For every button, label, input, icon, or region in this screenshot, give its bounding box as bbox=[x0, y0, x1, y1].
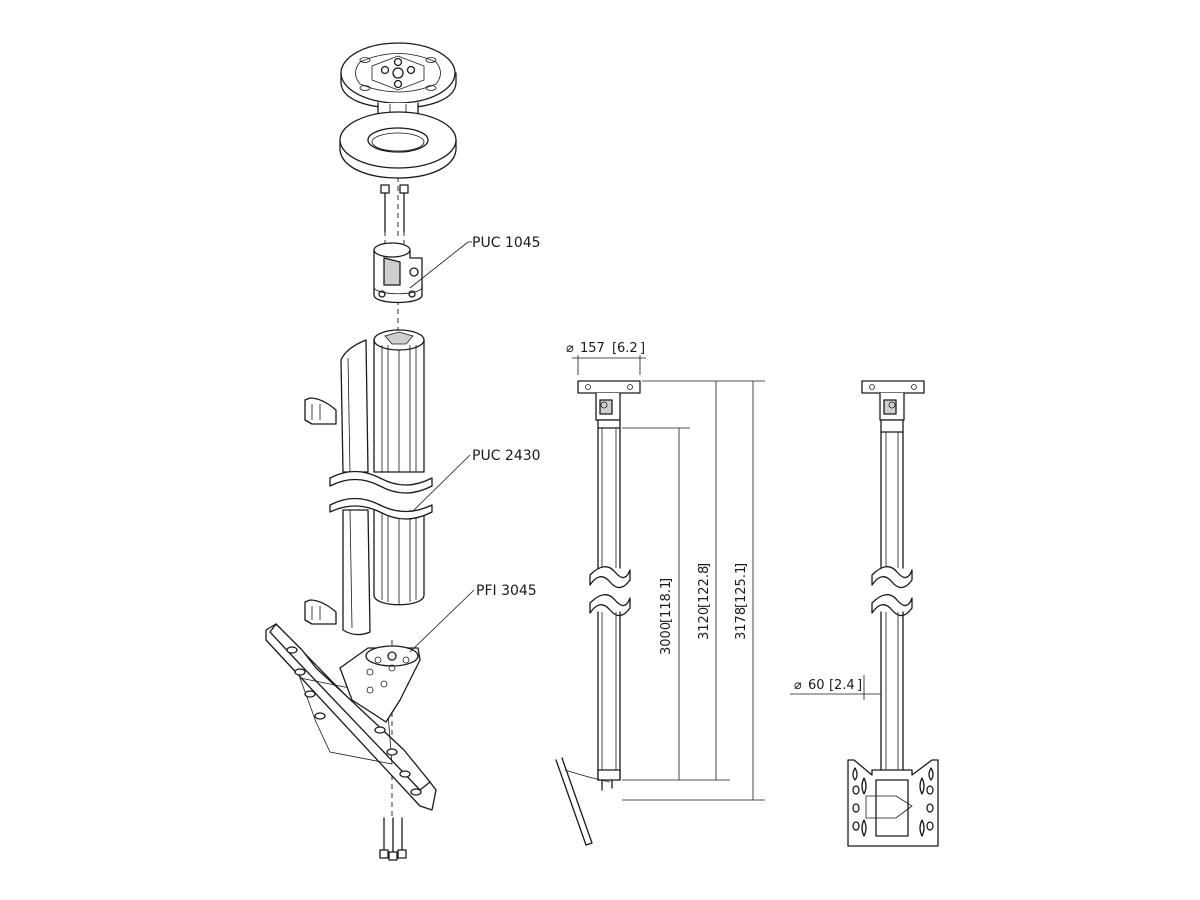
side-ceiling-plate bbox=[861, 380, 925, 394]
svg-text:]: ] bbox=[659, 578, 674, 583]
ceiling-plate bbox=[340, 42, 457, 120]
svg-text:]: ] bbox=[640, 341, 645, 356]
bottom-bolts bbox=[379, 817, 407, 861]
cable-clips bbox=[304, 397, 337, 625]
cover-disk bbox=[339, 111, 457, 179]
svg-text:118.1: 118.1 bbox=[659, 581, 674, 618]
svg-text:3000: 3000 bbox=[659, 622, 674, 655]
svg-text:]: ] bbox=[734, 563, 749, 568]
diameter-icon-top: ⌀ bbox=[566, 341, 574, 356]
svg-text:3120: 3120 bbox=[697, 607, 712, 640]
callout-interface: PFI 3045 bbox=[476, 583, 537, 599]
svg-text:125.1: 125.1 bbox=[734, 566, 749, 603]
dim-mid-length: 3120 [ 122.8 ] bbox=[697, 563, 712, 640]
interface-part bbox=[265, 623, 437, 811]
top-bolts bbox=[380, 184, 409, 233]
callout-tube: PUC 2430 bbox=[472, 448, 541, 464]
tube-diameter-mm: 60 bbox=[808, 678, 825, 693]
svg-text:[: [ bbox=[659, 618, 674, 623]
svg-text:]: ] bbox=[697, 563, 712, 568]
break-marks bbox=[329, 470, 433, 520]
svg-text:3178: 3178 bbox=[734, 607, 749, 640]
front-elevation: ⌀ 157 [ 6.2 ] bbox=[555, 341, 765, 846]
callout-connector: PUC 1045 bbox=[472, 235, 541, 251]
dim-tube-length: 3000 [ 118.1 ] bbox=[659, 578, 674, 655]
cover-shell bbox=[340, 339, 371, 636]
svg-text:[: [ bbox=[829, 678, 834, 693]
exploded-view: PUC 1045 PUC 2430 PFI 3045 bbox=[265, 42, 541, 861]
connector-part bbox=[373, 242, 423, 304]
plate-diameter-in: 6.2 bbox=[617, 341, 638, 356]
svg-text:[: [ bbox=[734, 603, 749, 608]
side-elevation: ⌀ 60 [ 2.4 ] bbox=[790, 380, 939, 847]
plate-diameter-mm: 157 bbox=[580, 341, 605, 356]
svg-text:[: [ bbox=[697, 603, 712, 608]
svg-text:]: ] bbox=[857, 678, 862, 693]
diameter-icon-side: ⌀ bbox=[794, 678, 802, 693]
tube-diameter-in: 2.4 bbox=[834, 678, 855, 693]
svg-text:122.8: 122.8 bbox=[697, 566, 712, 603]
front-ceiling-plate bbox=[577, 380, 641, 394]
tube-part bbox=[373, 329, 425, 606]
dim-total-length: 3178 [ 125.1 ] bbox=[734, 563, 749, 640]
svg-text:[: [ bbox=[612, 341, 617, 356]
